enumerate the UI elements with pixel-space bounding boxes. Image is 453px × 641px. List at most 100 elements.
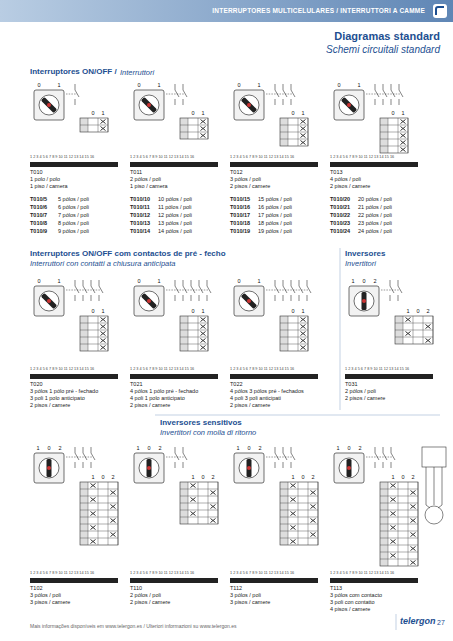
model-code: T010/14	[130, 229, 150, 235]
wire	[411, 547, 416, 551]
wire	[207, 286, 211, 293]
position-number: 1	[101, 111, 104, 117]
model-description: 4 pisos / camere	[330, 607, 370, 613]
wire	[380, 489, 418, 490]
page-title: Diagramas standard	[334, 31, 440, 42]
position-number: 1	[351, 279, 354, 285]
dial-handle	[347, 459, 352, 477]
wire	[291, 99, 292, 105]
wire	[80, 517, 118, 518]
terminal-column	[80, 482, 88, 545]
wire	[311, 491, 316, 495]
position-number: 0	[301, 475, 304, 481]
wire	[201, 325, 206, 329]
wire	[291, 540, 296, 544]
model-description: 24 pólos / poli	[358, 229, 392, 235]
wire	[191, 498, 196, 502]
wire	[391, 526, 396, 530]
wire	[380, 559, 418, 560]
wire	[380, 496, 418, 497]
wire	[291, 484, 296, 488]
model-code: T010/15	[230, 197, 250, 203]
wire	[401, 141, 406, 145]
dial-plate	[234, 453, 264, 483]
wire	[308, 118, 309, 146]
model-description: 7 pólos / poli	[58, 213, 89, 219]
wire	[275, 295, 276, 301]
wire	[383, 462, 384, 468]
wire	[375, 90, 379, 97]
wire	[188, 482, 189, 524]
dial-knob	[354, 291, 374, 311]
wire	[101, 127, 106, 131]
terminal-column	[280, 482, 288, 545]
wire	[83, 280, 84, 286]
dial-knob	[339, 95, 359, 115]
wire	[111, 491, 116, 495]
wire	[423, 316, 424, 344]
wire	[288, 118, 289, 146]
wire	[301, 332, 306, 336]
wire	[283, 286, 287, 293]
wire	[391, 554, 396, 558]
wire	[99, 295, 100, 301]
wire	[406, 332, 411, 336]
model-code: T013	[330, 170, 343, 176]
wire	[280, 503, 318, 504]
wire	[198, 482, 199, 524]
wire	[83, 286, 87, 293]
dial-plate	[349, 286, 379, 316]
wire	[91, 447, 92, 453]
wire	[399, 90, 403, 97]
section-title: Interruptores ON/OFF /	[30, 68, 117, 76]
wire	[283, 280, 284, 286]
wire	[391, 484, 396, 488]
code-band	[30, 162, 118, 167]
code-band	[330, 578, 418, 583]
position-number: 0	[147, 446, 150, 452]
dial-pointer	[247, 299, 251, 303]
wire	[80, 125, 108, 126]
motor-schematic	[422, 447, 446, 524]
wire	[101, 318, 106, 322]
model-description: 23 pólos / poli	[358, 221, 392, 227]
wire	[266, 94, 293, 95]
contact-table	[380, 482, 418, 566]
wire	[180, 503, 218, 504]
model-description: 18 pólos / poli	[258, 221, 292, 227]
model-code: T031	[345, 382, 358, 388]
wire	[311, 533, 316, 537]
wire	[401, 148, 406, 152]
wire	[201, 339, 206, 343]
wire	[80, 344, 108, 345]
wire	[381, 290, 400, 291]
wire	[299, 286, 303, 293]
dial-plate	[34, 90, 64, 120]
position-number: 2	[311, 475, 314, 481]
wire	[180, 323, 208, 324]
wire	[283, 99, 284, 105]
dial-pointer	[247, 466, 251, 470]
wire	[75, 447, 76, 453]
position-number: 2	[211, 475, 214, 481]
model-code: T010/16	[230, 205, 250, 211]
wire	[111, 505, 116, 509]
terminal-ruler: 1 2 3 4 5 6 7 8 9 10 11 12 13 14 15 16	[330, 156, 394, 160]
wire	[380, 524, 418, 525]
wire	[199, 295, 200, 301]
wire	[80, 337, 108, 338]
code-band	[130, 374, 218, 379]
model-description: 17 pólos / poli	[258, 213, 292, 219]
wire	[411, 505, 416, 509]
model-description: 6 pólos / poli	[58, 205, 89, 211]
position-number: 2	[411, 475, 414, 481]
wire	[201, 134, 206, 138]
dial-plate	[34, 453, 64, 483]
wire	[280, 132, 308, 133]
wire	[301, 127, 306, 131]
model-description: 21 pólos / poli	[358, 205, 392, 211]
wire	[401, 120, 406, 124]
wire	[291, 84, 292, 90]
wire	[180, 517, 218, 518]
wire	[291, 286, 295, 293]
